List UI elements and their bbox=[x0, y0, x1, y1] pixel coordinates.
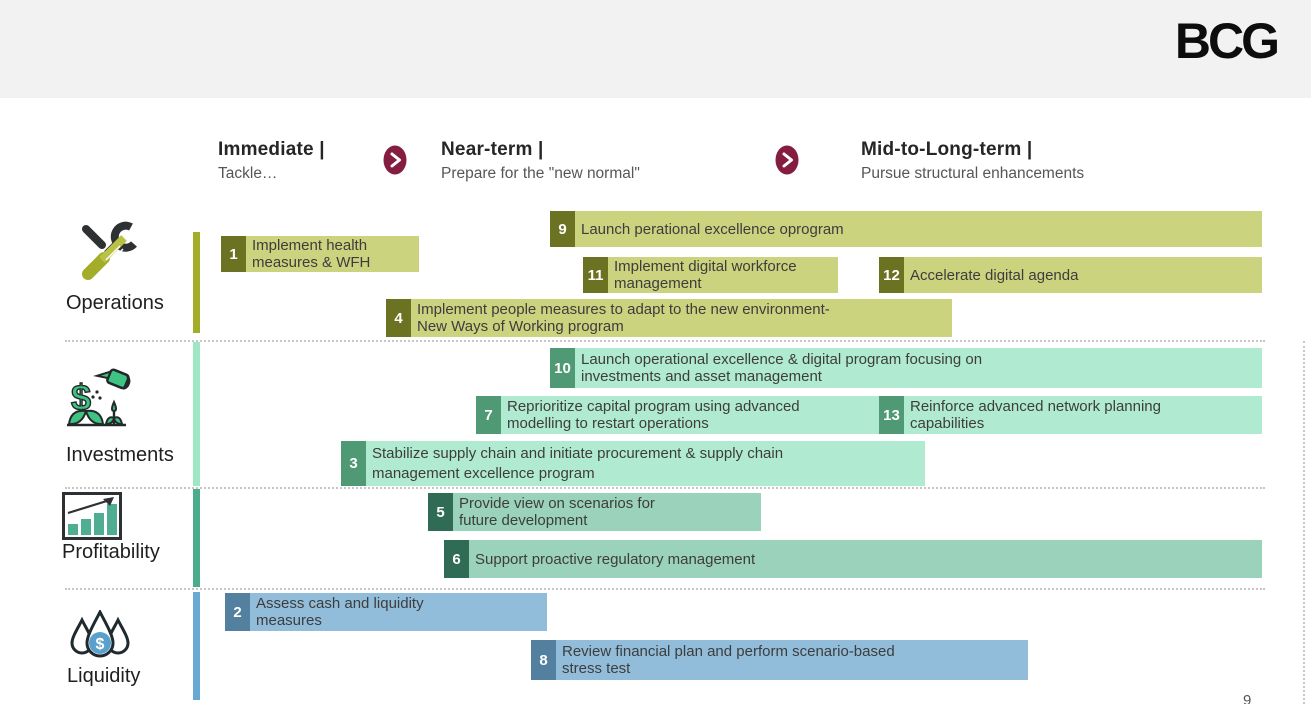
initiative-bar-4: 4 Implement people measures to adapt to … bbox=[386, 299, 952, 337]
initiative-text: Stabilize supply chain and initiate proc… bbox=[372, 444, 784, 482]
phase-near-term: Near-term | Prepare for the "new normal" bbox=[441, 139, 640, 183]
initiative-bar-8: 8 Review financial plan and perform scen… bbox=[531, 640, 1028, 680]
initiative-text: Launch perational excellence oprogram bbox=[581, 220, 844, 238]
initiative-bar-13: 13 Reinforce advanced network planning c… bbox=[879, 396, 1262, 434]
chevron-right-circle-icon bbox=[775, 145, 799, 175]
initiative-text: Launch operational excellence & digital … bbox=[581, 351, 983, 385]
initiative-text: Implement people measures to adapt to th… bbox=[417, 301, 830, 335]
phase-subtitle: Tackle… bbox=[218, 165, 278, 182]
phase-title: Mid-to-Long-term | bbox=[861, 139, 1033, 160]
dotted-right-edge bbox=[1303, 341, 1305, 704]
initiative-text: Implement digital workforce management bbox=[614, 258, 797, 292]
header-band bbox=[0, 0, 1311, 98]
phase-subtitle: Pursue structural enhancements bbox=[861, 165, 1085, 182]
initiative-bar-1: 1 Implement health measures & WFH bbox=[221, 236, 419, 272]
profitability-accent-bar bbox=[193, 489, 200, 587]
initiative-number: 13 bbox=[879, 396, 904, 434]
phase-subtitle: Prepare for the "new normal" bbox=[441, 165, 640, 182]
initiative-text: Implement health measures & WFH bbox=[252, 237, 371, 271]
initiative-text: Review financial plan and perform scenar… bbox=[562, 643, 895, 677]
category-label-profitability: Profitability bbox=[62, 541, 160, 563]
initiative-bar-11: 11 Implement digital workforce managemen… bbox=[583, 257, 838, 293]
phase-immediate: Immediate | Tackle… bbox=[218, 139, 325, 183]
dotted-separator bbox=[65, 588, 1265, 590]
initiative-bar-5: 5 Provide view on scenarios for future d… bbox=[428, 493, 761, 531]
phase-mid-to-long-term: Mid-to-Long-term | Pursue structural enh… bbox=[861, 139, 1084, 183]
category-label-investments: Investments bbox=[66, 444, 174, 466]
category-label-liquidity: Liquidity bbox=[67, 665, 141, 687]
initiative-number: 5 bbox=[428, 493, 453, 531]
initiative-text: Provide view on scenarios for future dev… bbox=[459, 495, 655, 529]
initiative-number: 9 bbox=[550, 211, 575, 247]
initiative-bar-12: 12 Accelerate digital agenda bbox=[879, 257, 1262, 293]
dotted-separator bbox=[65, 487, 1265, 489]
initiative-bar-9: 9 Launch perational excellence oprogram bbox=[550, 211, 1262, 247]
watering-can-dollar-plant-icon: $ bbox=[66, 364, 138, 443]
initiative-bar-3: 3 Stabilize supply chain and initiate pr… bbox=[341, 441, 925, 486]
initiative-text: Reprioritize capital program using advan… bbox=[507, 398, 800, 432]
initiative-number: 10 bbox=[550, 348, 575, 388]
initiative-number: 2 bbox=[225, 593, 250, 631]
svg-text:$: $ bbox=[96, 636, 105, 653]
crossed-tools-icon bbox=[78, 220, 140, 289]
growth-bar-chart-icon bbox=[62, 492, 122, 545]
initiative-number: 1 bbox=[221, 236, 246, 272]
bcg-logo: BCG bbox=[1174, 13, 1280, 69]
initiative-text: Reinforce advanced network planning capa… bbox=[910, 398, 1161, 432]
dotted-separator bbox=[65, 340, 1265, 342]
page-number: 9 bbox=[1243, 692, 1252, 704]
water-drops-dollar-icon: $ bbox=[66, 608, 134, 673]
initiative-bar-10: 10 Launch operational excellence & digit… bbox=[550, 348, 1262, 388]
initiative-bar-6: 6 Support proactive regulatory managemen… bbox=[444, 540, 1262, 578]
initiative-number: 4 bbox=[386, 299, 411, 337]
phase-title: Immediate | bbox=[218, 139, 325, 160]
operations-accent-bar bbox=[193, 232, 200, 333]
initiative-bar-7: 7 Reprioritize capital program using adv… bbox=[476, 396, 903, 434]
initiative-number: 6 bbox=[444, 540, 469, 578]
svg-text:$: $ bbox=[71, 377, 91, 418]
initiative-text: Support proactive regulatory management bbox=[475, 550, 756, 568]
initiative-number: 8 bbox=[531, 640, 556, 680]
chevron-right-circle-icon bbox=[383, 145, 407, 175]
category-label-operations: Operations bbox=[66, 292, 164, 314]
initiative-number: 12 bbox=[879, 257, 904, 293]
initiative-text: Accelerate digital agenda bbox=[910, 266, 1079, 284]
investments-accent-bar bbox=[193, 342, 200, 486]
initiative-number: 11 bbox=[583, 257, 608, 293]
initiative-number: 3 bbox=[341, 441, 366, 486]
liquidity-accent-bar bbox=[193, 592, 200, 700]
initiative-number: 7 bbox=[476, 396, 501, 434]
initiative-bar-2: 2 Assess cash and liquidity measures bbox=[225, 593, 547, 631]
initiative-text: Assess cash and liquidity measures bbox=[256, 595, 424, 629]
phase-title: Near-term | bbox=[441, 139, 544, 160]
